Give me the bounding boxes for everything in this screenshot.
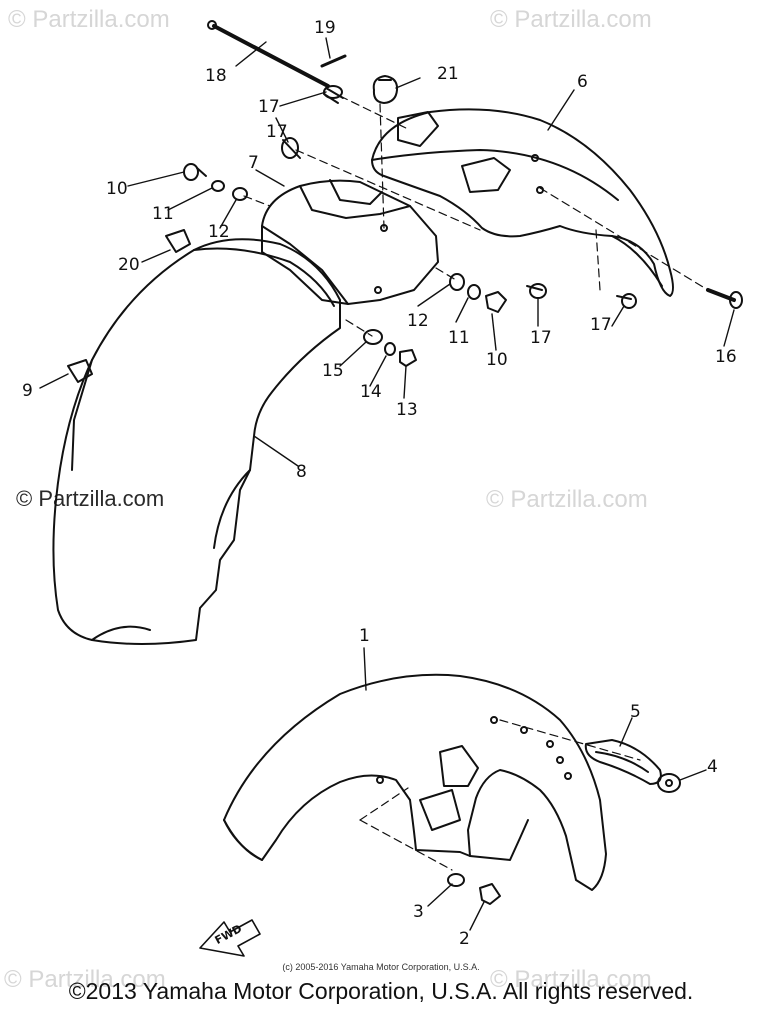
callout-12: 12 <box>407 311 429 331</box>
part-5-emblem <box>584 739 662 785</box>
watermark: © Partzilla.com <box>490 6 652 33</box>
callout-3: 3 <box>413 902 424 922</box>
callout-10: 10 <box>106 179 128 199</box>
callout-7: 7 <box>248 153 259 173</box>
part-21-damper <box>372 75 399 104</box>
callout-13: 13 <box>396 400 418 420</box>
part-2-bolt <box>479 883 501 905</box>
part-1-front-fender <box>223 673 607 891</box>
callout-15: 15 <box>322 361 344 381</box>
part-6-rear-fender <box>371 108 674 297</box>
part-4-nut <box>657 773 681 793</box>
callout-6: 6 <box>577 72 588 92</box>
callout-5: 5 <box>630 702 641 722</box>
part-8-rear-fender-large <box>52 238 341 645</box>
callout-17: 17 <box>590 315 612 335</box>
part-7-bracket <box>261 179 439 305</box>
part-17-collar <box>281 85 637 309</box>
callout-18: 18 <box>205 66 227 86</box>
callout-17: 17 <box>266 122 288 142</box>
part-3-washer <box>447 873 465 887</box>
part-9-clip <box>67 359 93 383</box>
callout-1: 1 <box>359 626 370 646</box>
callout-16: 16 <box>715 347 737 367</box>
watermark: © Partzilla.com <box>8 6 170 33</box>
part-16-bolt <box>706 288 743 309</box>
callout-21: 21 <box>437 64 459 84</box>
watermark: © Partzilla.com <box>16 486 165 511</box>
callout-4: 4 <box>707 757 718 777</box>
callout-8: 8 <box>296 462 307 482</box>
callout-17: 17 <box>258 97 280 117</box>
callout-14: 14 <box>360 382 382 402</box>
lower-fasteners <box>363 329 417 367</box>
callout-17: 17 <box>530 328 552 348</box>
callout-12: 12 <box>208 222 230 242</box>
callout-20: 20 <box>118 255 140 275</box>
footer-copyright: ©2013 Yamaha Motor Corporation, U.S.A. A… <box>68 978 694 1004</box>
part-18-shaft <box>207 20 330 88</box>
assembly-lines <box>243 95 709 871</box>
callout-9: 9 <box>22 381 33 401</box>
callout-11: 11 <box>448 328 470 348</box>
callout-19: 19 <box>314 18 336 38</box>
callout-2: 2 <box>459 929 470 949</box>
callout-11: 11 <box>152 204 174 224</box>
fwd-arrow-icon <box>199 919 261 957</box>
watermark: © Partzilla.com <box>4 966 166 993</box>
watermark: © Partzilla.com <box>486 486 648 513</box>
right-fasteners <box>449 273 507 313</box>
part-19-cotter-pin <box>320 54 347 68</box>
small-copyright: (c) 2005-2016 Yamaha Motor Corporation, … <box>282 962 480 972</box>
callout-10: 10 <box>486 350 508 370</box>
left-fasteners <box>183 163 248 201</box>
leader-lines <box>39 37 735 931</box>
watermark: © Partzilla.com <box>490 966 652 993</box>
part-20-clip <box>165 229 191 253</box>
